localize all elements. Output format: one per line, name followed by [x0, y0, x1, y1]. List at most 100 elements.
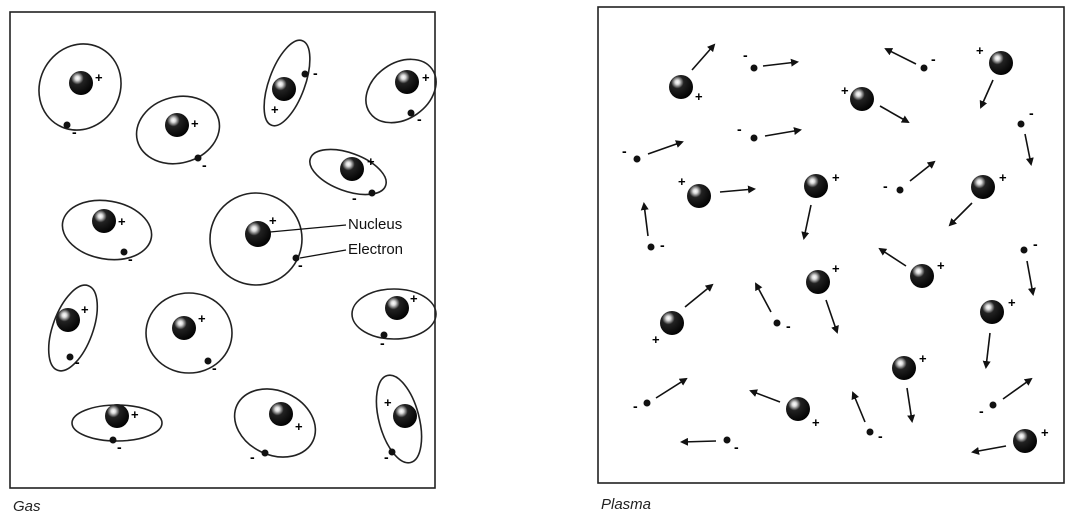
svg-text:-: - — [979, 403, 984, 419]
svg-text:-: - — [1033, 236, 1038, 252]
electron-free: - — [682, 437, 739, 456]
nucleus — [92, 209, 116, 233]
svg-text:+: + — [131, 407, 139, 422]
electron-free: - — [1021, 236, 1039, 294]
svg-text:+: + — [695, 89, 703, 104]
nucleus — [340, 157, 364, 181]
ion: + — [950, 170, 1007, 225]
svg-text:+: + — [832, 170, 840, 185]
svg-text:+: + — [937, 258, 945, 273]
electron-free: - — [1018, 105, 1035, 164]
nucleus-pointer — [270, 225, 346, 232]
svg-text:-: - — [734, 439, 739, 455]
svg-text:-: - — [352, 190, 357, 206]
svg-text:+: + — [678, 174, 686, 189]
ion: + — [806, 261, 840, 332]
svg-text:+: + — [191, 116, 199, 131]
electron — [205, 358, 212, 365]
svg-text:-: - — [417, 111, 422, 127]
ion: + — [980, 295, 1016, 367]
svg-text:+: + — [422, 70, 430, 85]
svg-text:+: + — [271, 102, 279, 117]
electron-free: - — [644, 204, 665, 253]
ion: + — [804, 170, 840, 238]
nucleus — [69, 71, 93, 95]
nucleus — [393, 404, 417, 428]
gas-atom: + - — [255, 35, 320, 132]
svg-text:+: + — [976, 43, 984, 58]
electron-free: - — [853, 393, 883, 444]
electron — [195, 155, 202, 162]
gas-atom: + - — [354, 46, 448, 135]
electron — [121, 249, 128, 256]
nucleus — [272, 77, 296, 101]
svg-text:-: - — [212, 360, 217, 376]
electron-free: - — [743, 47, 797, 72]
ion: + — [976, 43, 1013, 107]
nucleus — [269, 402, 293, 426]
electron — [110, 437, 117, 444]
gas-caption: Gas — [13, 498, 41, 515]
electron-free: - — [756, 284, 791, 334]
svg-text:-: - — [75, 354, 80, 370]
ion: + — [678, 174, 754, 208]
svg-text:-: - — [786, 318, 791, 334]
gas-atom: + - — [72, 404, 162, 455]
gas-atom: + - — [23, 29, 136, 145]
nucleus — [395, 70, 419, 94]
ion: + — [880, 249, 945, 288]
gas-atom: + - — [223, 376, 326, 470]
svg-text:+: + — [118, 214, 126, 229]
electron — [302, 71, 309, 78]
svg-text:+: + — [367, 154, 375, 169]
plasma-panel-frame — [598, 7, 1064, 483]
gas-atom: + - — [39, 279, 107, 377]
electron — [389, 449, 396, 456]
svg-text:+: + — [812, 415, 820, 430]
gas-atom: + - — [352, 289, 436, 351]
svg-text:+: + — [1041, 425, 1049, 440]
electron-pointer — [300, 250, 346, 258]
svg-text:+: + — [95, 70, 103, 85]
svg-text:+: + — [269, 213, 277, 228]
svg-text:-: - — [384, 449, 389, 465]
electron — [408, 110, 415, 117]
svg-text:-: - — [202, 157, 207, 173]
svg-text:-: - — [117, 439, 122, 455]
nucleus — [245, 221, 271, 247]
nucleus — [165, 113, 189, 137]
nucleus — [385, 296, 409, 320]
svg-text:+: + — [81, 302, 89, 317]
svg-text:-: - — [660, 237, 665, 253]
svg-text:-: - — [250, 449, 255, 465]
nucleus — [105, 404, 129, 428]
svg-text:-: - — [737, 121, 742, 137]
electron-free: - — [979, 379, 1031, 419]
electron-free: - — [883, 162, 934, 194]
nucleus-label: Nucleus — [348, 216, 402, 233]
gas-atom: + - — [368, 370, 430, 467]
svg-text:+: + — [919, 351, 927, 366]
electron-free: - — [737, 121, 800, 142]
svg-text:-: - — [878, 428, 883, 444]
electron-free: - — [886, 49, 936, 72]
svg-text:+: + — [832, 261, 840, 276]
nucleus — [56, 308, 80, 332]
svg-text:+: + — [295, 419, 303, 434]
gas-atom: + - — [146, 293, 232, 376]
svg-text:+: + — [410, 291, 418, 306]
ion: + — [973, 425, 1049, 453]
electron — [67, 354, 74, 361]
ion: + — [841, 83, 908, 122]
svg-text:-: - — [743, 47, 748, 63]
svg-text:+: + — [999, 170, 1007, 185]
svg-text:-: - — [1029, 105, 1034, 121]
svg-text:-: - — [633, 398, 638, 414]
plasma-panel: + - - + + - - - + + - + - - + + - + + + … — [598, 7, 1064, 483]
svg-text:-: - — [931, 51, 936, 67]
svg-text:+: + — [1008, 295, 1016, 310]
svg-text:+: + — [841, 83, 849, 98]
gas-atom-central: + - — [210, 193, 346, 285]
ion: + — [669, 45, 714, 104]
